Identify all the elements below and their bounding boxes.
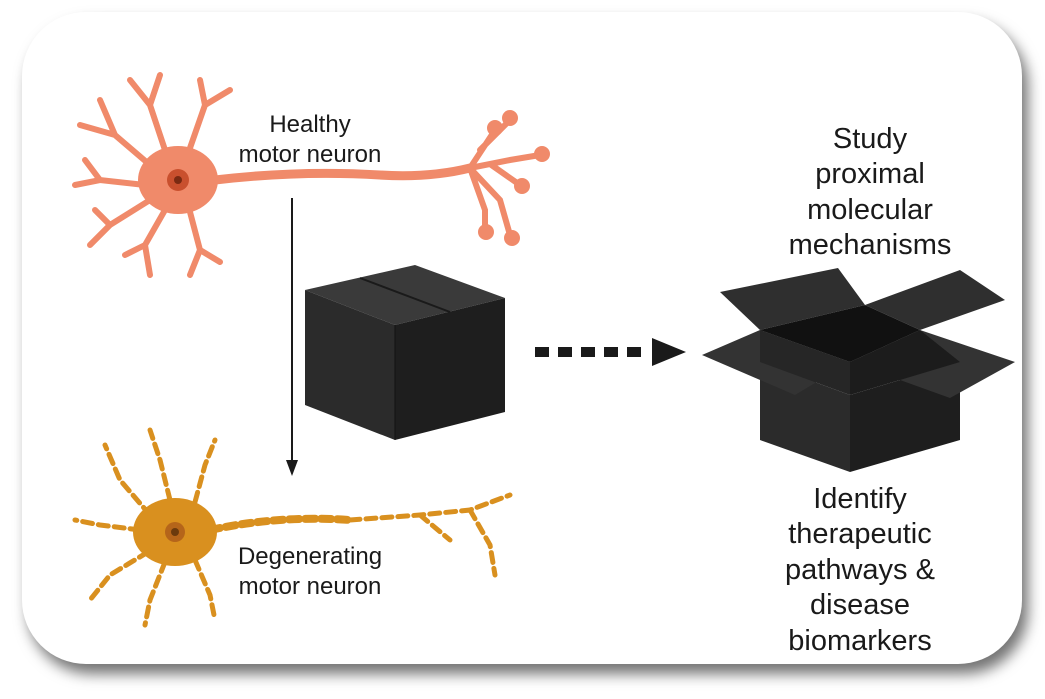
closed-box	[305, 265, 505, 440]
degenerating-label-line1: Degenerating	[237, 543, 383, 570]
healthy-neuron	[72, 72, 550, 278]
degeneration-arrow	[286, 198, 298, 476]
identify-label: Identify therapeutic pathways & disease …	[750, 482, 970, 659]
degenerating-label: Degenerating motor neuron	[210, 542, 410, 602]
identify-line: disease	[810, 589, 910, 622]
degenerating-neuron	[72, 427, 513, 628]
study-line: molecular	[807, 193, 933, 226]
identify-line: therapeutic	[788, 518, 932, 551]
study-label: Study proximal molecular mechanisms	[760, 122, 980, 264]
dashed-arrow	[535, 338, 686, 366]
study-line: proximal	[815, 158, 925, 191]
open-box	[702, 268, 1015, 472]
study-line: mechanisms	[788, 229, 952, 262]
healthy-label-line1: Healthy	[269, 111, 351, 138]
identify-line: Identify	[813, 483, 907, 515]
healthy-label-line2: motor neuron	[238, 141, 382, 168]
identify-line: pathways &	[785, 553, 935, 586]
study-line: Study	[832, 123, 908, 155]
degenerating-label-line2: motor neuron	[238, 573, 382, 600]
identify-line: biomarkers	[788, 624, 932, 657]
healthy-label: Healthy motor neuron	[210, 110, 410, 170]
